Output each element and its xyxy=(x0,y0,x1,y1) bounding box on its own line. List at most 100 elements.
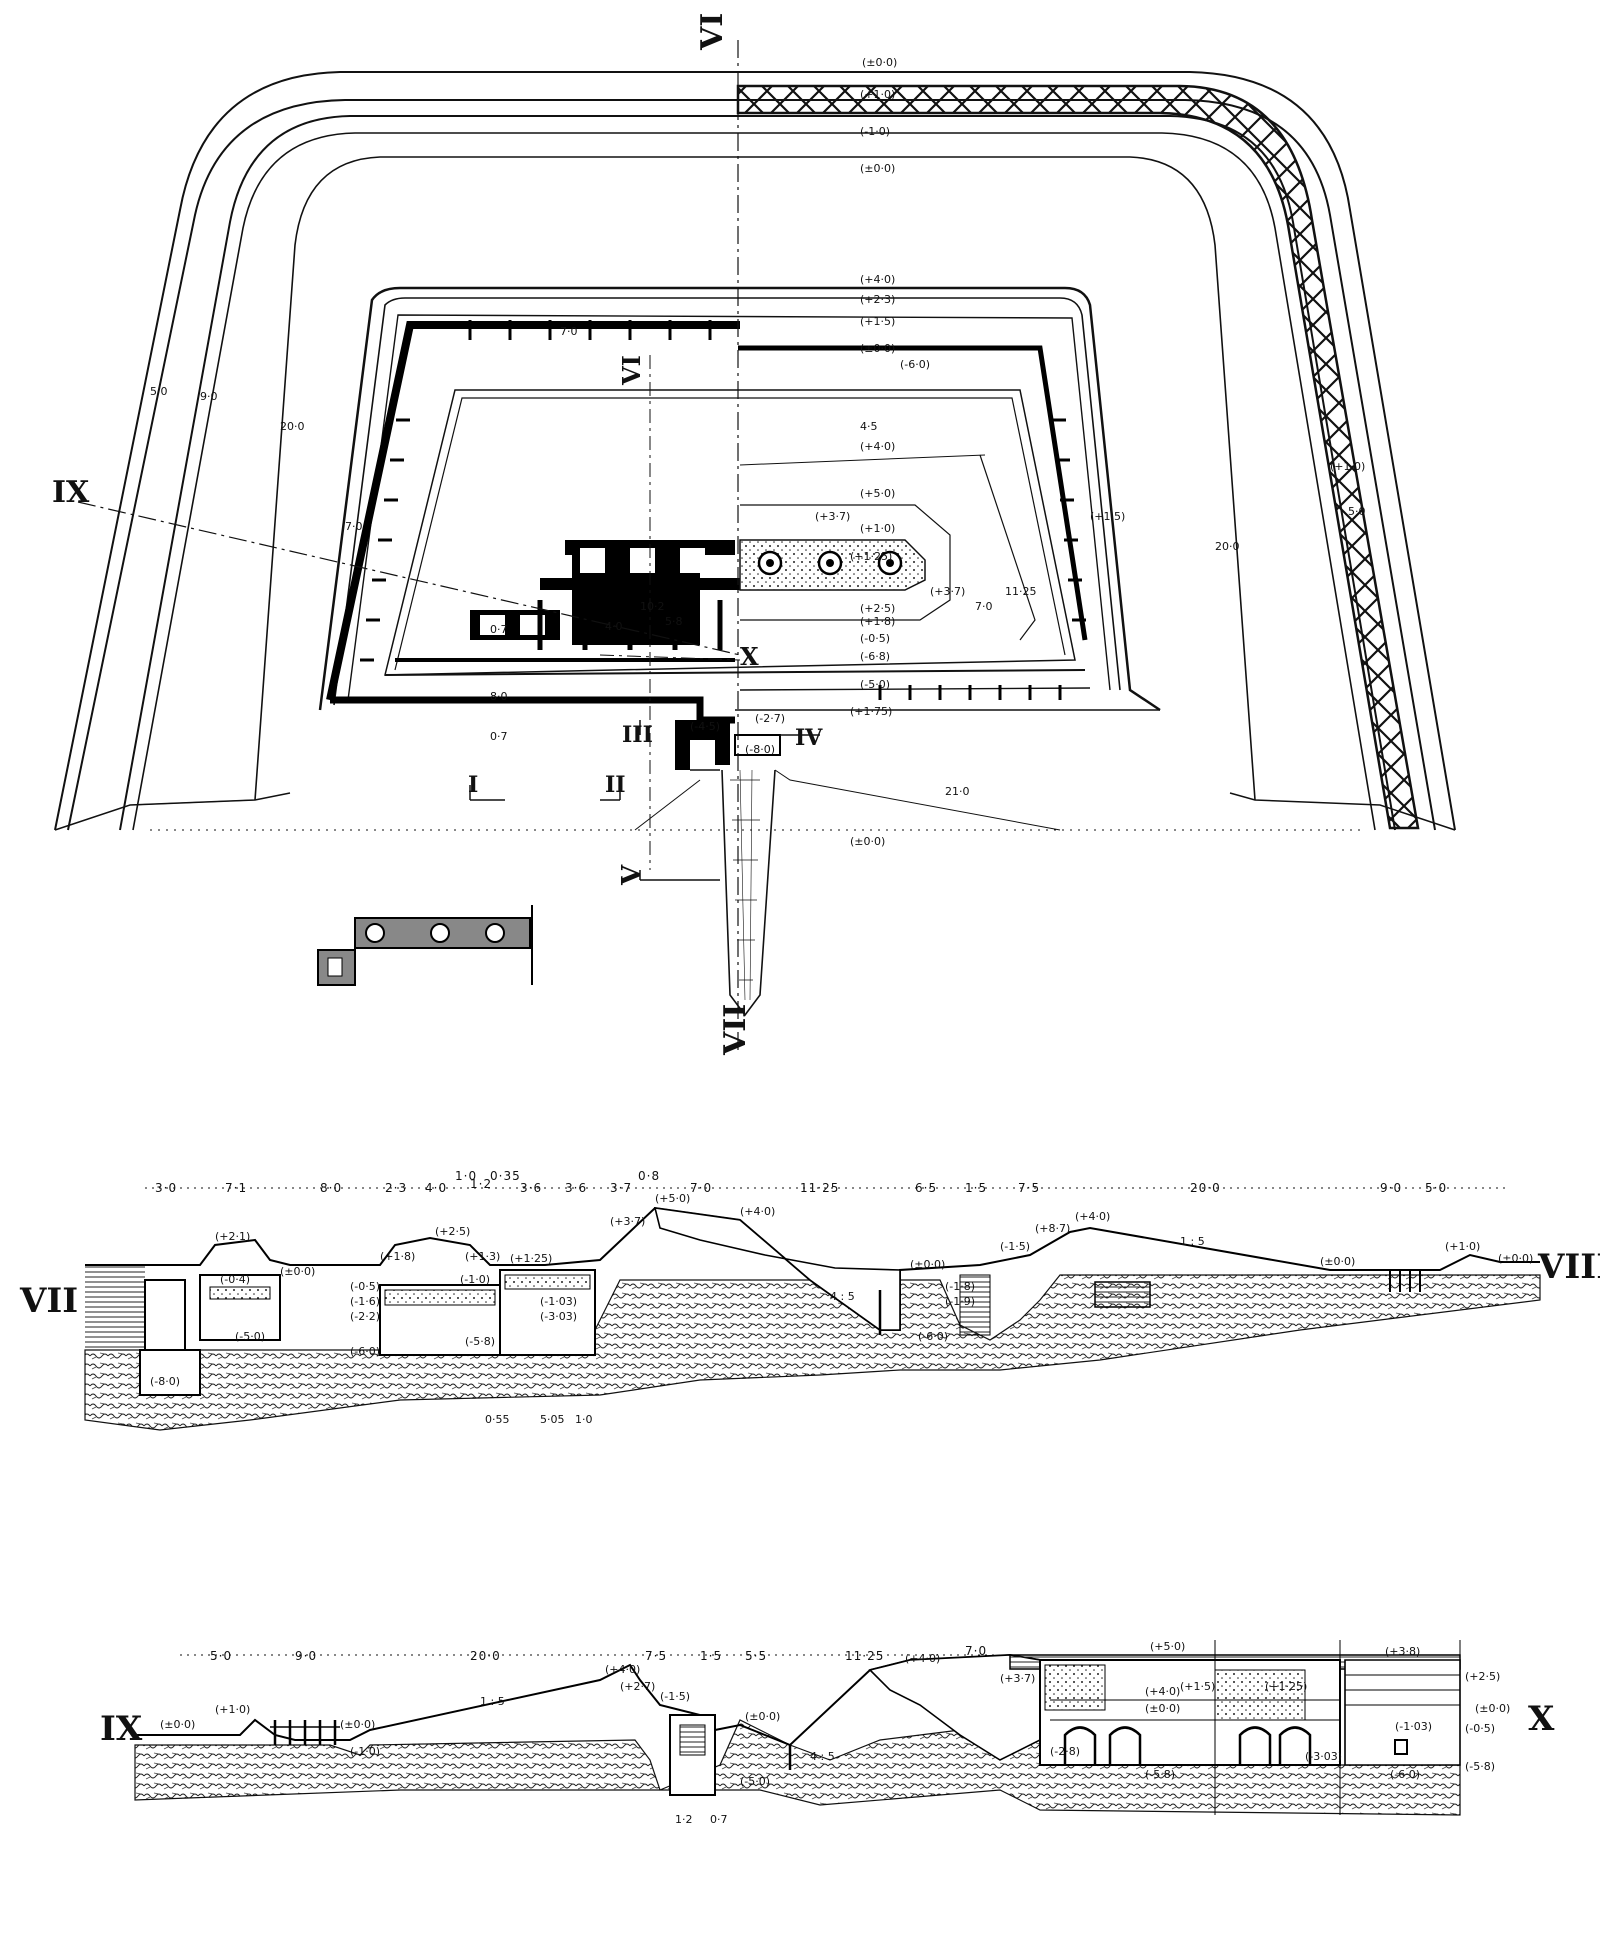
plan-dim: 9·0 xyxy=(200,390,218,403)
sec-elev: (-1·5) xyxy=(1000,1240,1030,1253)
plan-elev: (+2·3) xyxy=(860,293,895,306)
sec-elev: (-3·03) xyxy=(540,1310,577,1323)
plan-marker-ix: IX xyxy=(52,475,90,510)
top-dim: 6·5 xyxy=(915,1181,937,1195)
plan-marker-vi-inner: VI xyxy=(617,355,646,386)
sec-elev: (-6·0) xyxy=(918,1330,948,1343)
plan-elev: (-5·0) xyxy=(860,678,890,691)
top-dim: 8·0 xyxy=(320,1181,342,1195)
plan-elev: (-6·0) xyxy=(900,358,930,371)
plan-marker-i: I xyxy=(468,772,478,798)
sec-elev: (+1·8) xyxy=(380,1250,415,1263)
plan-dim: 20·0 xyxy=(280,420,305,433)
top-dim: 1·0 xyxy=(455,1169,477,1183)
inner-court xyxy=(384,389,1076,676)
sec-elev: (±0·0) xyxy=(340,1718,375,1731)
sec-elev: (-5·8) xyxy=(465,1335,495,1348)
plan-elev: (+5·0) xyxy=(860,487,895,500)
top-dim: 7·1 xyxy=(225,1181,247,1195)
sec-elev: (-5·8) xyxy=(1145,1768,1175,1781)
plan-elev: (+1·0) xyxy=(860,88,895,101)
sec-elev: (+1·25) xyxy=(510,1252,552,1265)
top-dim: 5·0 xyxy=(1425,1181,1447,1195)
sec-bottom-dim: 1·0 xyxy=(575,1413,593,1426)
wire-obstacle-hatch xyxy=(736,84,1420,830)
plan-elev: (-6·8) xyxy=(860,650,890,663)
sec-elev: (+2·5) xyxy=(1465,1670,1500,1683)
sec-slope: 4 : 5 xyxy=(810,1750,835,1763)
sec-elev: (±0·0) xyxy=(910,1258,945,1271)
sec-elev: (+2·5) xyxy=(435,1225,470,1238)
sec-elev: (+2·1) xyxy=(215,1230,250,1243)
casemate-block xyxy=(395,540,740,662)
sec-bottom-dim: 0·55 xyxy=(485,1413,510,1426)
top-dim: 9·0 xyxy=(1380,1181,1402,1195)
plan-dim: 0·7 xyxy=(490,730,508,743)
sec-elev: (-1·03) xyxy=(1395,1720,1432,1733)
top-dim: 3·6 xyxy=(520,1181,542,1195)
sec-slope: 1 : 5 xyxy=(480,1695,505,1708)
covert-way-edge xyxy=(254,156,1256,801)
plan-marker-v: V xyxy=(617,864,647,886)
sec-elev: (-2·2) xyxy=(350,1310,380,1323)
top-dim: 1·2 xyxy=(470,1177,492,1191)
plan-elev: (-2·7) xyxy=(755,712,785,725)
sec-elev: (-1·03) xyxy=(540,1295,577,1308)
sec-elev: (-1·6) xyxy=(350,1295,380,1308)
plan-dim: 11·25 xyxy=(1005,585,1037,598)
axis-ix-x xyxy=(77,501,741,656)
plan-dim: 7·0 xyxy=(345,520,363,533)
plan-elev: (+1·25) xyxy=(850,550,892,563)
plan-elev: (+1·0) xyxy=(860,522,895,535)
sec-elev: (±0·0) xyxy=(1320,1255,1355,1268)
top-dim: 7·5 xyxy=(1018,1181,1040,1195)
plan-view: VI VI IX X III IV I II V VII (±0·0) (+1·… xyxy=(52,13,1456,1056)
sec-elev: (±0·0) xyxy=(745,1710,780,1723)
plan-elev: (-8·0) xyxy=(745,743,775,756)
sec-elev: (+5·0) xyxy=(655,1192,690,1205)
sec-elev: (+4·0) xyxy=(740,1205,775,1218)
top-dim: 0·8 xyxy=(638,1169,660,1183)
top-dim: 5·5 xyxy=(745,1649,767,1663)
top-dim: 11·25 xyxy=(800,1181,839,1195)
plan-elev: (+3·7) xyxy=(930,585,965,598)
section-marker-vii: VII xyxy=(19,1281,78,1321)
plan-elev: (-4·5) xyxy=(690,720,720,733)
plan-elev: (+2·5) xyxy=(860,602,895,615)
sec-elev: (+1·0) xyxy=(215,1703,250,1716)
plan-marker-iv: IV xyxy=(795,725,823,751)
sec-elev: (-1·0) xyxy=(350,1745,380,1758)
sec-elev: (+3·8) xyxy=(1385,1645,1420,1658)
sec-elev: (+4·0) xyxy=(905,1652,940,1665)
loophole-detail xyxy=(317,905,533,986)
sec-elev: (-2·8) xyxy=(1050,1745,1080,1758)
plan-elev: (±0·0) xyxy=(862,56,897,69)
plan-dim: 8·0 xyxy=(490,690,508,703)
sec-slope: 1 : 5 xyxy=(1180,1235,1205,1248)
fort-outer-trace xyxy=(318,286,1161,712)
sec-elev: (+4·0) xyxy=(605,1663,640,1676)
sec-elev: (-0·5) xyxy=(350,1280,380,1293)
plan-dim: 21·0 xyxy=(945,785,970,798)
sec-elev: (+1·3) xyxy=(465,1250,500,1263)
glacis-band-4 xyxy=(132,132,1376,831)
sec-elev: (-1·0) xyxy=(460,1273,490,1286)
plan-elev: (+1·8) xyxy=(860,615,895,628)
plan-marker-vi-top: VI xyxy=(695,13,730,51)
plan-elev: (-0·5) xyxy=(860,632,890,645)
sec-elev: (+3·7) xyxy=(1000,1672,1035,1685)
sec-elev: (-6·0) xyxy=(1390,1768,1420,1781)
sec-elev: (+1·0) xyxy=(1445,1240,1480,1253)
earth-mass xyxy=(84,1274,1541,1431)
sec-slope: 4 : 5 xyxy=(830,1290,855,1303)
sec-elev: (-6·0) xyxy=(350,1345,380,1358)
sec-elev: (+4·0) xyxy=(1075,1210,1110,1223)
plan-elev: (+4·0) xyxy=(860,440,895,453)
sec-elev: (±0·0) xyxy=(280,1265,315,1278)
plan-elev: (+1·75) xyxy=(850,705,892,718)
sec-elev: (-5·0) xyxy=(740,1775,770,1788)
sec-elev: (-0·5) xyxy=(1465,1722,1495,1735)
sec-elev: (+2·7) xyxy=(620,1680,655,1693)
sec-bottom-dim: 5·05 xyxy=(540,1413,565,1426)
